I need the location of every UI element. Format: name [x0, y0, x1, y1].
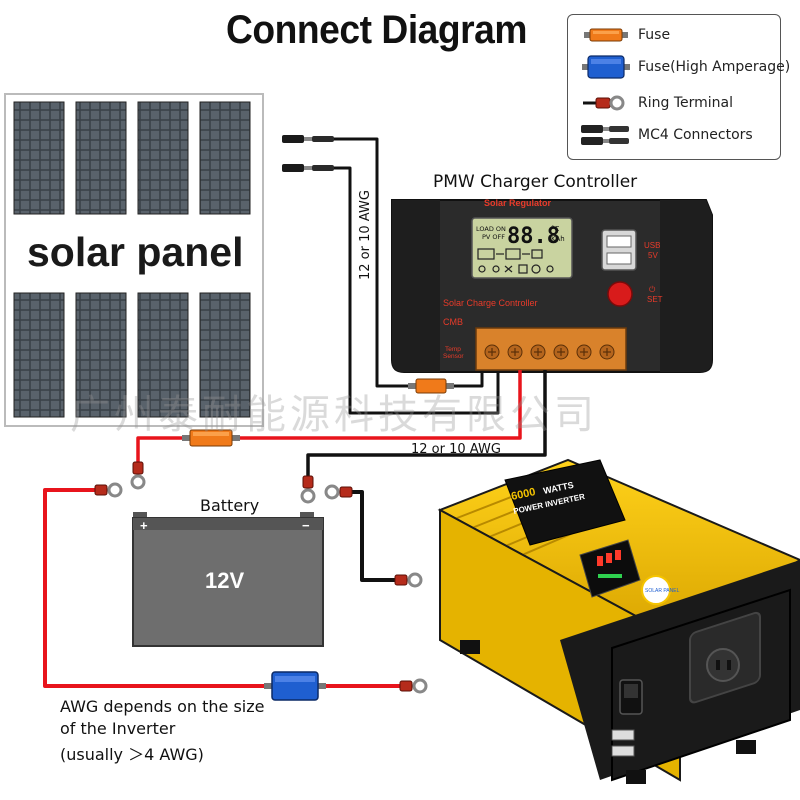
controller-name: Solar Charge Controller — [443, 298, 538, 308]
lcd-flow-icons — [477, 248, 554, 274]
inverter-usb-port — [611, 745, 635, 757]
ac-outlet-socket — [706, 648, 740, 682]
diagram-title: Connect Diagram — [226, 8, 528, 52]
note-line-3: (usually ＞4 AWG) — [60, 745, 204, 764]
inverter-display-bars — [598, 574, 622, 578]
legend-label-high-amperage-fuse: Fuse(High Amperage) — [638, 59, 791, 75]
solar-cell-module — [199, 101, 251, 215]
fuse-icon — [578, 21, 634, 49]
battery: + − 12V — [132, 512, 324, 647]
ring-terminal — [130, 461, 146, 490]
note-line-2: of the Inverter — [60, 719, 176, 738]
lcd-pv-label: PV OFF — [482, 233, 505, 241]
ring-terminal — [394, 572, 423, 588]
black-wire-controller — [306, 370, 547, 476]
inverter-foot — [626, 770, 646, 784]
battery-plus-label: + — [140, 518, 148, 533]
solar-cell-module — [137, 101, 189, 215]
usb-label: USB — [644, 241, 660, 250]
inverter-power-value: 6000 — [510, 486, 536, 503]
inverter-brand-label: SOLAR PANEL — [645, 588, 680, 594]
usb-voltage-label: 5V — [648, 251, 658, 260]
inverter-brand-badge — [641, 575, 671, 605]
panel-wires — [334, 137, 500, 415]
controller-caption: PMW Charger Controller — [433, 172, 637, 192]
vertical-awg-label: 12 or 10 AWG — [358, 190, 373, 280]
legend-item-mc4: MC4 Connectors — [578, 121, 753, 149]
solar-panel-label: solar panel — [27, 229, 243, 275]
usb-port — [606, 252, 632, 265]
inline-fuse-controller — [408, 378, 454, 394]
set-button — [607, 281, 633, 307]
controller-lcd — [471, 217, 573, 279]
controller-brand: Solar Regulator — [484, 198, 552, 208]
horizontal-awg-label: 12 or 10 AWG — [411, 442, 501, 457]
high-amperage-fuse-icon — [578, 53, 634, 81]
solar-cell-module — [75, 101, 127, 215]
legend-item-ring-terminal: Ring Terminal — [578, 89, 733, 117]
mc4-connector-icon — [578, 121, 634, 149]
panel-wire-2 — [334, 166, 500, 415]
solar-cell-module — [13, 292, 65, 418]
lcd-load-label: LOAD ON — [476, 225, 506, 233]
ring-terminal — [300, 475, 316, 504]
lcd-unit-temp: °C — [551, 225, 560, 233]
inverter-foot — [460, 640, 480, 654]
sensor-label: Sensor — [443, 353, 464, 360]
solar-cell-module — [75, 292, 127, 418]
ring-terminals — [94, 461, 428, 694]
power-inverter: 6000 WATTS POWER INVERTER SOLAR PANEL — [437, 458, 800, 784]
solar-cell-module — [137, 292, 189, 418]
usb-port — [606, 235, 632, 248]
red-wire-battery-top — [136, 436, 190, 462]
set-label: SET — [647, 295, 663, 304]
solar-cell-module — [13, 101, 65, 215]
ring-terminal — [324, 484, 353, 500]
charge-controller: Solar Regulator LOAD ON PV OFF 88.8 °C K… — [391, 198, 713, 373]
black-wire-battery-inverter — [352, 490, 395, 582]
legend: Fuse Fuse(High Amperage) Ri — [567, 14, 790, 160]
high-amperage-fuse — [264, 671, 326, 701]
red-wire-battery-inverter — [43, 488, 272, 688]
temp-label: Temp — [445, 346, 461, 353]
lcd-unit-kah: KAh — [551, 235, 565, 243]
note-line-1: AWG depends on the size — [60, 697, 265, 716]
legend-label-mc4: MC4 Connectors — [638, 127, 753, 143]
battery-wires — [43, 370, 547, 688]
cmb-label: CMB — [443, 317, 463, 327]
inverter-display-digits — [597, 550, 621, 566]
legend-item-fuse: Fuse — [578, 21, 670, 49]
battery-caption: Battery — [200, 496, 260, 515]
inverter-usb-port — [611, 729, 635, 741]
inline-fuse-battery — [182, 429, 240, 447]
terminal-screw-slots — [488, 348, 611, 356]
lcd-digits: 88.8 — [507, 224, 560, 249]
ring-terminal — [399, 678, 428, 694]
mc4-connectors — [282, 135, 334, 172]
legend-label-fuse: Fuse — [638, 27, 671, 43]
solar-cell-module — [199, 292, 251, 418]
inverter-foot — [736, 740, 756, 754]
red-wire-controller — [240, 370, 522, 440]
watermark: 广州泰耐能源科技有限公司 — [70, 392, 598, 438]
panel-wire-1 — [334, 137, 484, 388]
legend-item-high-amperage-fuse: Fuse(High Amperage) — [578, 53, 790, 81]
battery-minus-label: − — [302, 518, 310, 533]
ring-terminal-icon — [578, 89, 634, 117]
solar-panel: solar panel — [4, 93, 264, 427]
battery-voltage-label: 12V — [205, 568, 244, 593]
legend-label-ring-terminal: Ring Terminal — [638, 95, 733, 111]
ring-terminal — [94, 482, 123, 498]
power-icon: ⏻ — [649, 285, 656, 294]
